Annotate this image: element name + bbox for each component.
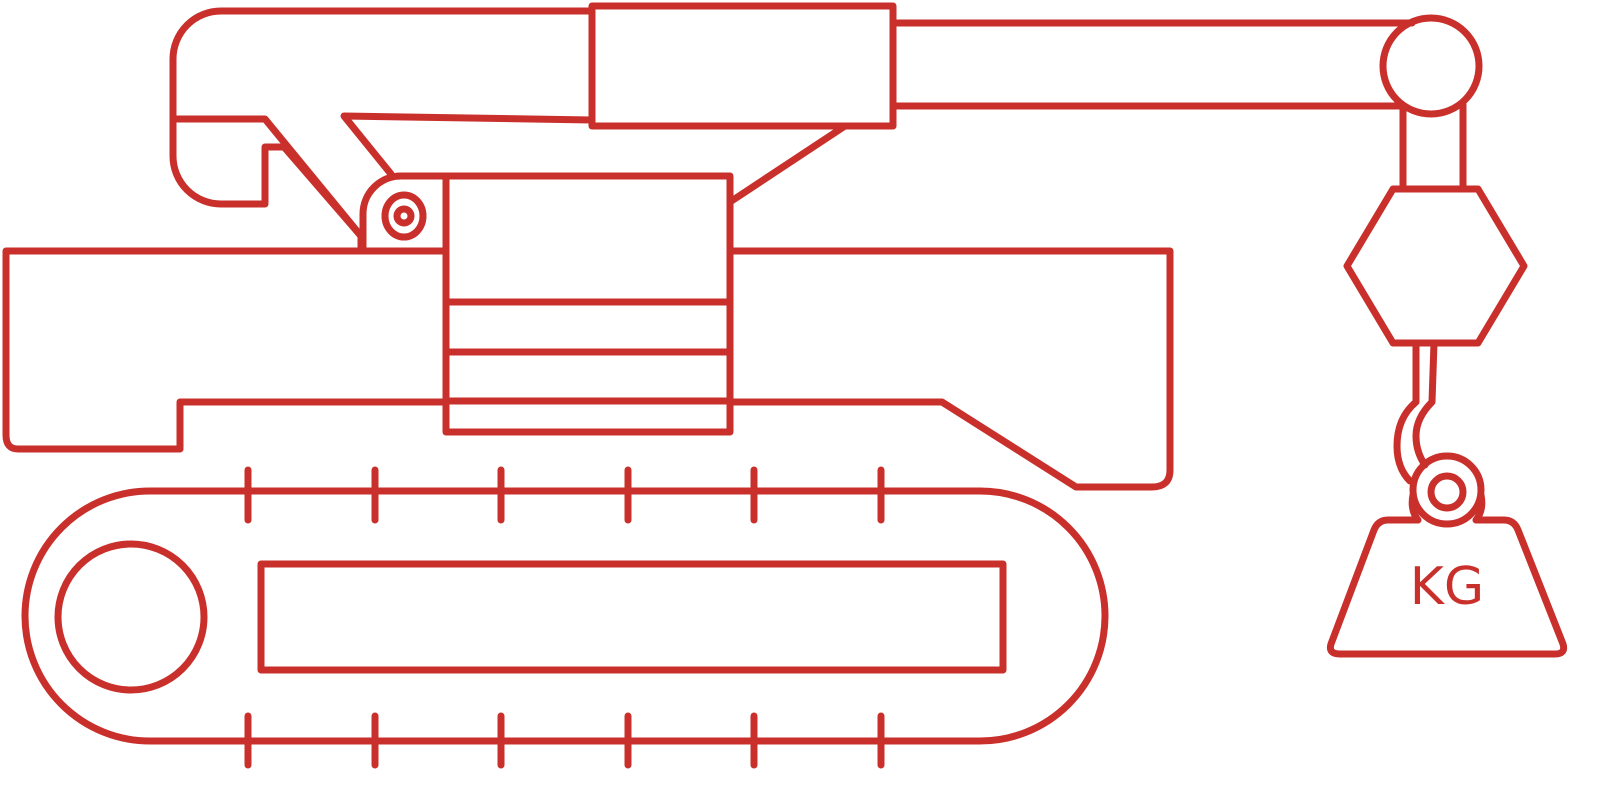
cab-body: [359, 172, 450, 252]
track-cleats-bottom: [244, 712, 885, 769]
hook-ring-icon: [1409, 452, 1485, 528]
hook-shank: [1393, 339, 1438, 485]
crane-outline-group: KG: [2, 2, 1568, 769]
boom-box: [588, 2, 897, 130]
weight-body: [1326, 491, 1568, 658]
weight-label: KG: [1410, 557, 1484, 617]
hoist-block-hexagon: [1343, 185, 1528, 347]
jib-pulley-icon: [1379, 14, 1483, 118]
track-cleats-top: [244, 466, 885, 524]
track-idler-wheel-icon: [54, 540, 208, 694]
boom-strut: [340, 112, 849, 206]
crawler-track: [21, 487, 1109, 745]
boom-pivot-icon: [381, 191, 427, 241]
hook-ring-inner-icon: [1427, 472, 1467, 512]
cab-tower-slats: [442, 298, 731, 405]
boom-pivot-inner-icon: [393, 205, 415, 227]
chassis-deck: [2, 247, 1174, 491]
jib-arm: [889, 19, 1416, 110]
track-frame-panel: [257, 560, 1007, 674]
boom-brace-diagonal: [280, 143, 365, 240]
